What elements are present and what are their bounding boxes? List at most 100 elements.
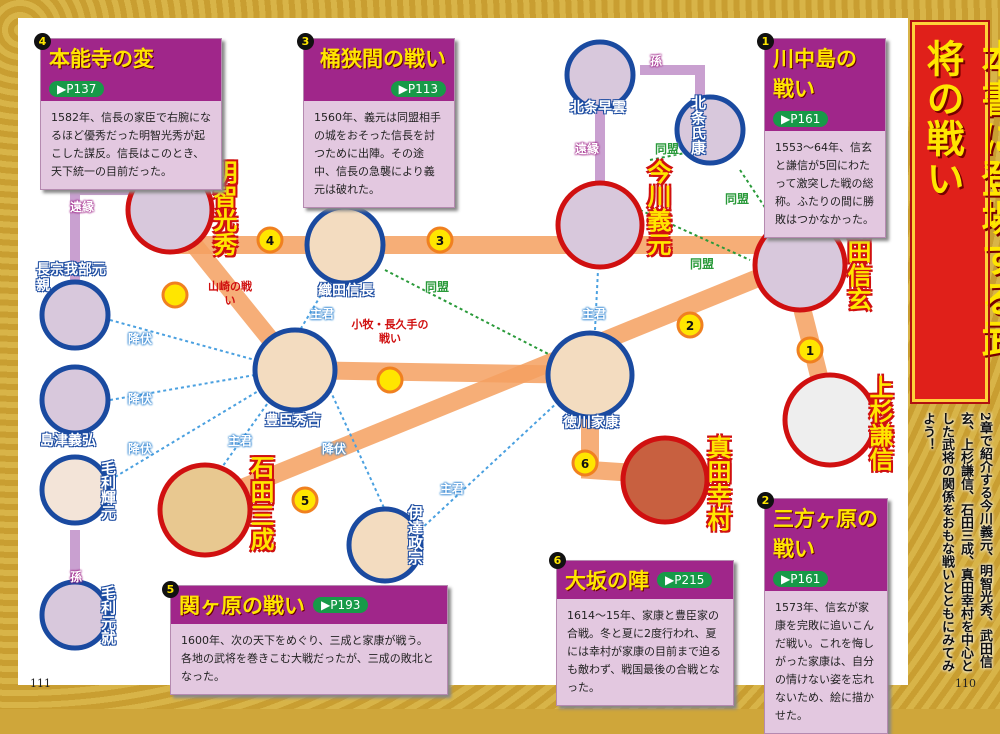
label-kofuku-date: 降伏 [322,442,347,456]
label-kofuku-mori: 降伏 [128,442,153,456]
marker-2: 2 [686,319,694,333]
page-link[interactable]: ▶P193 [313,597,369,613]
title-banner: 本書に登場する武将の戦い [910,20,1000,404]
name-ishida: 石田三成 [246,455,274,551]
battle-box-kawanakajima: 川中島の戦い ▶P161 1553～64年、信玄と謙信が5回にわたって激突した戦の… [764,38,886,238]
shukun-date-ieyasu [419,399,561,531]
label-domei-takeda: 同盟 [690,257,715,271]
portrait-toyotomi [252,327,338,413]
band-ishida-takeda [196,256,794,514]
clash-icon-2 [676,311,704,339]
name-oda: 織田信長 [318,283,374,299]
mago-line-hojo [640,65,705,100]
intro-text: 2章で紹介する今川義元、明智光秀、武田信玄、上杉謙信、石田三成、真田幸村を中心と… [920,412,992,672]
label-komaki: 小牧・長久手の戦い [351,318,429,345]
clash-icon-3 [426,226,454,254]
shukun-oda-hideyoshi [299,279,331,331]
name-chosokabe: 長宗我部元親 [36,262,106,294]
clash-icon-yamazaki [161,281,189,309]
marker-1: 1 [806,344,814,358]
battle-description: 1614～15年、家康と豊臣家の合戦。冬と夏に2度行われ、夏には幸村が家康の目前… [567,609,721,694]
battle-number: 5 [162,581,179,598]
label-enen: 遠縁 [70,200,95,214]
page-link[interactable]: ▶P113 [390,81,446,97]
name-shimazu: 島津義弘 [40,433,96,449]
domei-oda-ieyasu [384,269,561,361]
portrait-oda [304,204,386,286]
clash-icon-1 [796,336,824,364]
battle-title: 大坂の陣 [565,569,649,593]
kofuku-chosokabe [109,319,256,361]
battle-description: 1573年、信玄が家康を完敗に追いこんだ戦い。これを悔しがった家康は、自分の情け… [775,601,874,722]
battle-number: 6 [549,552,566,569]
page-link[interactable]: ▶P161 [773,111,829,127]
battle-box-honnoji: 本能寺の変 ▶P137 1582年、信長の家臣で右腕になるほど優秀だった明智光秀が… [40,38,222,190]
page-link[interactable]: ▶P137 [49,81,105,97]
portrait-shimazu [39,364,111,436]
enen-line [70,185,130,280]
battle-box-okehazama: 桶狭間の戦い ▶P113 1560年、義元は同盟相手の城をおそった信長を討つために… [303,38,455,208]
portrait-date [346,506,424,584]
label-domei-oda: 同盟 [425,280,450,294]
kofuku-mori [109,389,261,481]
marker-5: 5 [301,494,309,508]
relationship-map: 1 2 3 4 5 6 [39,39,878,651]
domei-imagawa-takeda [639,209,751,261]
portrait-hojo-u [674,94,746,166]
name-mori-t: 毛利輝元 [99,460,117,520]
portrait-chosokabe [39,279,111,351]
name-mori-m: 毛利元就 [99,585,117,645]
name-uesugi: 上杉謙信 [865,375,893,471]
name-date: 伊達政宗 [406,505,424,565]
battle-title: 三方ヶ原の戦い [773,507,878,561]
portrait-mori-t [39,454,111,526]
shukun-hideyoshi-ishida [219,399,271,471]
label-kofuku-shimazu: 降伏 [128,392,153,406]
portrait-tokugawa [545,330,635,420]
battle-description: 1560年、義元は同盟相手の城をおそった信長を討つために出陣。その途中、信長の急… [314,111,441,196]
battle-box-osaka: 大坂の陣 ▶P215 1614～15年、家康と豊臣家の合戦。冬と夏に2度行われ、夏… [556,560,734,706]
portrait-sanada [620,435,710,525]
marker-4: 4 [266,234,274,248]
marker-6: 6 [581,457,589,471]
label-shukun-imagawa: 主君 [582,307,607,321]
page-number-left: 111 [30,677,51,690]
name-hojo-s: 北条早雲 [570,100,626,116]
page-title: 本書に登場する武将の戦い [920,39,1000,359]
battle-description: 1582年、信長の家臣で右腕になるほど優秀だった明智光秀が起こした謀反。信長はこ… [51,111,211,178]
battle-title: 本能寺の変 [49,47,154,71]
label-mago: 孫 [650,54,663,68]
battle-number: 4 [34,33,51,50]
name-tokugawa: 徳川家康 [563,415,619,431]
marker-3: 3 [436,234,444,248]
name-imagawa: 今川義元 [643,160,671,256]
clash-icon-6 [571,449,599,477]
page-link[interactable]: ▶P161 [773,571,829,587]
page-link[interactable]: ▶P215 [657,572,713,588]
battle-number: 1 [757,33,774,50]
battle-description: 1553～64年、信玄と謙信が5回にわたって激突した戦の総称。ふたりの間に勝敗は… [775,141,874,226]
portrait-imagawa [555,180,645,270]
clash-icon-komaki [376,366,404,394]
kofuku-shimazu [109,374,256,401]
label-yamazaki: 山崎の戦い [208,280,252,307]
battle-description: 1600年、次の天下をめぐり、三成と家康が戦う。各地の武将を巻きこむ大戦だったが… [181,634,434,683]
label-kofuku-chosokabe: 降伏 [128,332,153,346]
battle-title: 川中島の戦い [773,47,857,101]
shukun-imagawa-ieyasu [594,269,599,331]
clash-icon-4 [256,226,284,254]
label-mago-mori: 孫 [70,570,83,584]
battle-title: 桶狭間の戦い [320,47,446,71]
name-sanada: 真田幸村 [703,435,731,531]
kofuku-date [329,389,386,511]
label-shukun-oda: 主君 [310,307,335,321]
portrait-hojo-s [564,39,636,111]
label-shukun-ieyasu: 主君 [440,482,465,496]
label-domei-hojo-takeda: 同盟 [725,192,750,206]
battle-box-mikatagahara: 三方ヶ原の戦い ▶P161 1573年、信玄が家康を完敗に追いこんだ戦い。これを悔… [764,498,888,734]
battle-number: 3 [297,33,314,50]
battle-number: 2 [757,492,774,509]
label-shukun-hideyoshi: 主君 [228,434,253,448]
page-number-right: 110 [955,677,976,690]
name-toyotomi: 豊臣秀吉 [265,413,321,429]
